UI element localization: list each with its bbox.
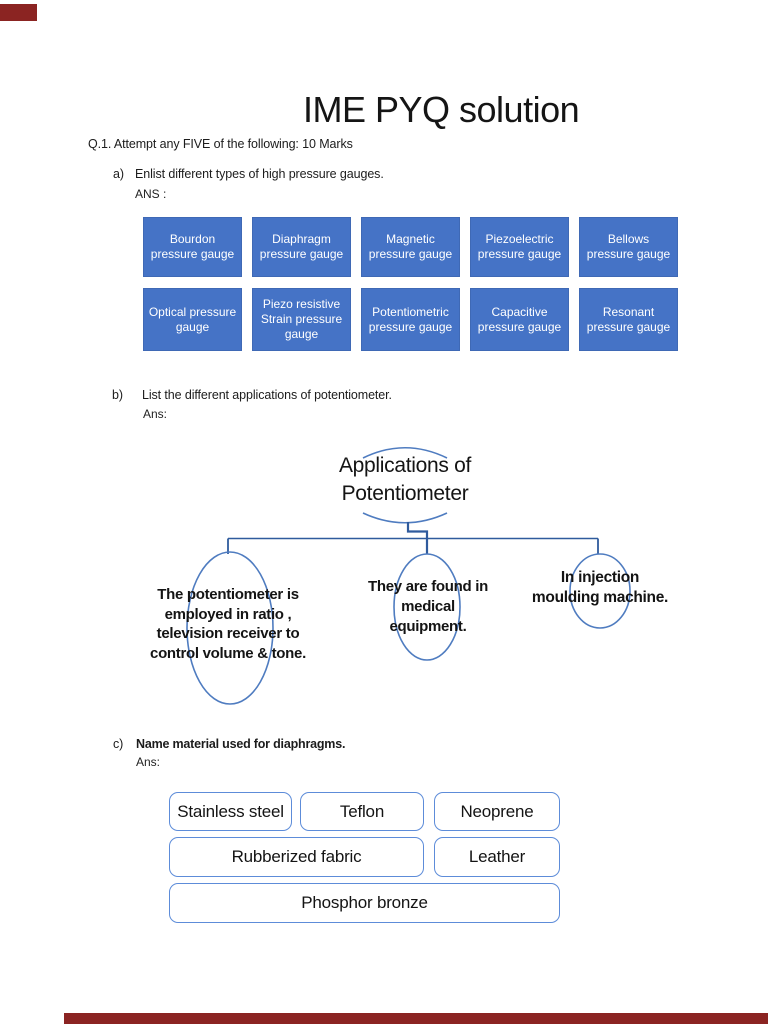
gauge-box-line: Diaphragm — [272, 232, 331, 246]
diagram-title-line: Potentiometer — [341, 482, 469, 505]
gauge-box-line: Resonant — [602, 304, 655, 319]
section-b-answer-label: Ans: — [143, 407, 168, 421]
material-box-phosphor-bronze: Phosphor bronze — [169, 883, 560, 923]
gauge-box-line: pressure gauge — [259, 247, 344, 261]
gauge-box-line: Strain pressure — [260, 312, 343, 326]
question-line: Q.1. Attempt any FIVE of the following: … — [88, 137, 353, 151]
gauge-box-line: pressure gauge — [586, 247, 671, 261]
gauge-box-line: pressure gauge — [368, 247, 453, 261]
gauge-box-line: Potentiometric — [372, 304, 449, 319]
material-box-stainless-steel: Stainless steel — [169, 792, 292, 831]
red-marker-bar-top-left — [0, 4, 37, 21]
title-ellipse-arc-bottom — [362, 512, 448, 524]
gauge-box-bellows: Bellows pressure gauge — [579, 217, 678, 277]
diagram-node-injection-moulding: In injection moulding machine. — [518, 568, 682, 608]
gauge-box-capacitive: Capacitive pressure gauge — [470, 288, 569, 351]
section-b-marker: b) — [112, 388, 123, 402]
material-box-neoprene: Neoprene — [434, 792, 560, 831]
gauge-box-magnetic: Magnetic pressure gauge — [361, 217, 460, 277]
diagram-node-line: control volume & tone. — [150, 644, 306, 662]
gauge-box-piezoelectric: Piezoelectric pressure gauge — [470, 217, 569, 277]
gauge-box-line: pressure gauge — [150, 247, 235, 261]
diagram-node-line: medical — [401, 598, 455, 615]
gauge-box-resonant: Resonant pressure gauge — [579, 288, 678, 351]
diagram-node-line: television receiver to — [156, 625, 300, 642]
gauge-box-line: pressure gauge — [586, 319, 671, 334]
gauge-box-line: Capacitive — [491, 304, 548, 319]
section-b-heading: List the different applications of poten… — [142, 388, 392, 402]
gauge-box-potentiometric: Potentiometric pressure gauge — [361, 288, 460, 351]
diagram-node-line: employed in ratio , — [164, 605, 292, 623]
material-box-teflon: Teflon — [300, 792, 424, 831]
section-a-answer-label: ANS : — [135, 187, 167, 201]
diagram-title-line: Applications of — [338, 454, 472, 477]
diagram-node-line: They are found in — [368, 578, 488, 595]
gauge-box-piezo-resistive: Piezo resistive Strain pressure gauge — [252, 288, 351, 351]
gauge-box-line: pressure gauge — [477, 247, 562, 261]
section-c-heading: Name material used for diaphragms. — [136, 737, 346, 751]
gauge-box-line: gauge — [284, 327, 319, 341]
title-to-branch-connector-line — [406, 522, 429, 554]
gauge-box-line: Bellows — [607, 232, 650, 246]
diagram-node-medical-equipment: They are found in medical equipment. — [352, 577, 504, 637]
diagram-node-line: moulding machine. — [531, 589, 669, 606]
gauge-box-line: Piezoelectric — [485, 232, 554, 246]
gauge-box-line: pressure gauge — [477, 319, 562, 334]
section-c-marker: c) — [113, 737, 124, 751]
section-c-answer-label: Ans: — [136, 755, 161, 769]
gauge-box-diaphragm: Diaphragm pressure gauge — [252, 217, 351, 277]
gauge-box-line: Magnetic — [386, 232, 435, 246]
material-box-leather: Leather — [434, 837, 560, 877]
material-box-rubberized-fabric: Rubberized fabric — [169, 837, 424, 877]
diagram-node-ratio-television: The potentiometer is employed in ratio ,… — [136, 585, 320, 663]
gauge-box-line: gauge — [175, 319, 210, 334]
diagram-node-line: The potentiometer is — [157, 586, 299, 603]
red-marker-bar-bottom — [64, 1013, 768, 1024]
page-title: IME PYQ solution — [303, 89, 580, 130]
diagram-title: Applications of Potentiometer — [285, 452, 525, 508]
gauge-box-bourdon: Bourdon pressure gauge — [143, 217, 242, 277]
gauge-box-line: Optical pressure — [148, 304, 237, 319]
section-a-marker: a) — [113, 167, 124, 181]
gauge-box-optical: Optical pressure gauge — [143, 288, 242, 351]
gauge-box-line: pressure gauge — [368, 319, 453, 334]
section-a-heading: Enlist different types of high pressure … — [135, 167, 384, 181]
gauge-box-line: Piezo resistive — [262, 297, 341, 311]
diagram-node-line: equipment. — [389, 618, 467, 635]
gauge-box-line: Bourdon — [169, 232, 216, 246]
diagram-node-line: In injection — [560, 569, 640, 586]
